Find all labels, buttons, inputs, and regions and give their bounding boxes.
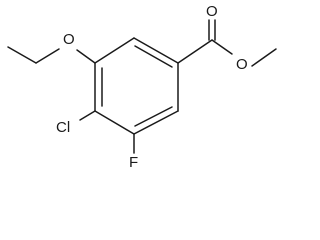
chloro-substituent: Cl [56, 110, 96, 136]
bond-ch2-ch3 [7, 46, 37, 64]
atom-o-ester: O [236, 56, 248, 73]
bond-oethoxy-ch2 [35, 48, 60, 64]
bond-carbonyl-oester [211, 39, 233, 55]
atom-cl: Cl [56, 119, 70, 136]
chemical-structure-diagram: O O O Cl F [7, 3, 277, 171]
atom-o-carbonyl: O [206, 3, 218, 20]
bond-ring-cl [79, 110, 96, 121]
atom-o-ethoxy: O [63, 31, 75, 48]
bond-ring-carbonyl [177, 39, 213, 64]
bond-ring-oethoxy [76, 49, 96, 64]
bond-oester-methyl [251, 48, 277, 67]
methyl-ester-group: O O [177, 3, 277, 73]
fluoro-substituent: F [129, 133, 138, 171]
ethoxy-group: O [7, 31, 96, 64]
benzene-ring [94, 37, 179, 135]
ring-bond-c5-c6 [133, 110, 179, 135]
atom-f: F [129, 154, 138, 171]
ring-bond-c2-c3 [94, 37, 135, 64]
ring-bond-c5-c6-inner [134, 106, 173, 127]
ring-bond-c1-c2 [133, 37, 179, 64]
ring-bond-c4-c5 [94, 110, 135, 135]
ring-bond-c1-c2-inner [134, 45, 173, 68]
